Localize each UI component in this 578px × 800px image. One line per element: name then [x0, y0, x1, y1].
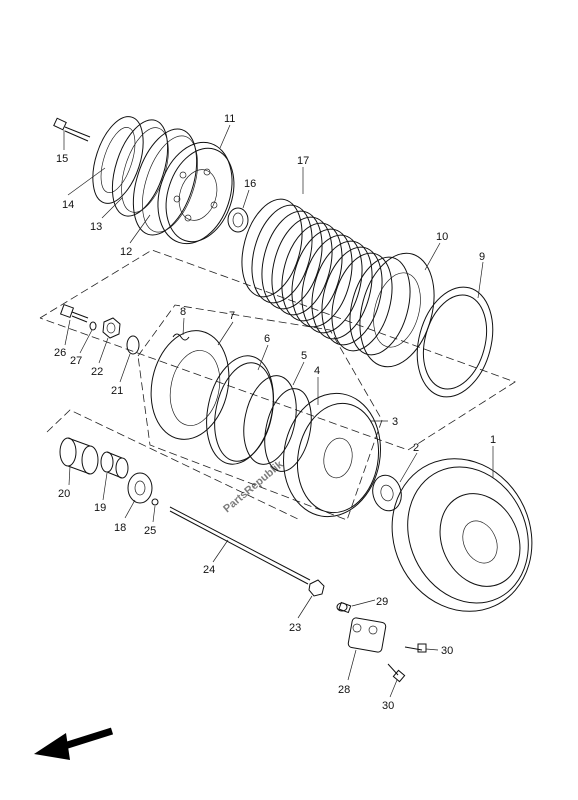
callout-14: 14 — [62, 199, 74, 211]
callout-28: 28 — [338, 684, 350, 696]
callout-2: 2 — [413, 442, 419, 454]
callout-23: 23 — [289, 622, 301, 634]
shaft-parts — [59, 437, 325, 597]
callout-25: 25 — [144, 525, 156, 537]
callout-12: 12 — [120, 246, 132, 258]
middle-parts — [59, 303, 381, 518]
callout-30a: 30 — [441, 645, 453, 657]
clutch-housing — [372, 458, 533, 612]
callout-3: 3 — [392, 416, 398, 428]
callout-labels: 1 2 3 4 5 6 7 8 9 10 11 12 13 14 15 16 1… — [54, 113, 496, 712]
callout-16: 16 — [244, 178, 256, 190]
callout-8: 8 — [180, 306, 186, 318]
callout-13: 13 — [90, 221, 102, 233]
callout-15: 15 — [56, 153, 68, 165]
leader-lines — [63, 124, 494, 698]
callout-5: 5 — [301, 350, 307, 362]
assembly-boundaries — [39, 249, 516, 521]
callout-27: 27 — [70, 355, 82, 367]
callout-26: 26 — [54, 347, 66, 359]
callout-24: 24 — [203, 564, 215, 576]
clutch-plate-stack — [241, 198, 494, 398]
callout-7: 7 — [229, 310, 235, 322]
callout-11: 11 — [224, 113, 235, 125]
callout-30b: 30 — [382, 700, 394, 712]
callout-20: 20 — [58, 488, 70, 500]
callout-1: 1 — [490, 434, 496, 446]
bolt-icon — [53, 117, 91, 142]
push-lever-assembly — [336, 601, 427, 683]
pressure-plate-assembly — [53, 116, 249, 245]
callout-6: 6 — [264, 333, 270, 345]
callout-22: 22 — [91, 366, 103, 378]
callout-21: 21 — [111, 385, 123, 397]
callout-19: 19 — [94, 502, 106, 514]
callout-18: 18 — [114, 522, 126, 534]
callout-4: 4 — [314, 365, 320, 377]
callout-17: 17 — [297, 155, 309, 167]
arrow-left-down-icon — [34, 727, 114, 760]
callout-10: 10 — [436, 231, 448, 243]
callout-9: 9 — [479, 251, 485, 263]
callout-29: 29 — [376, 596, 388, 608]
